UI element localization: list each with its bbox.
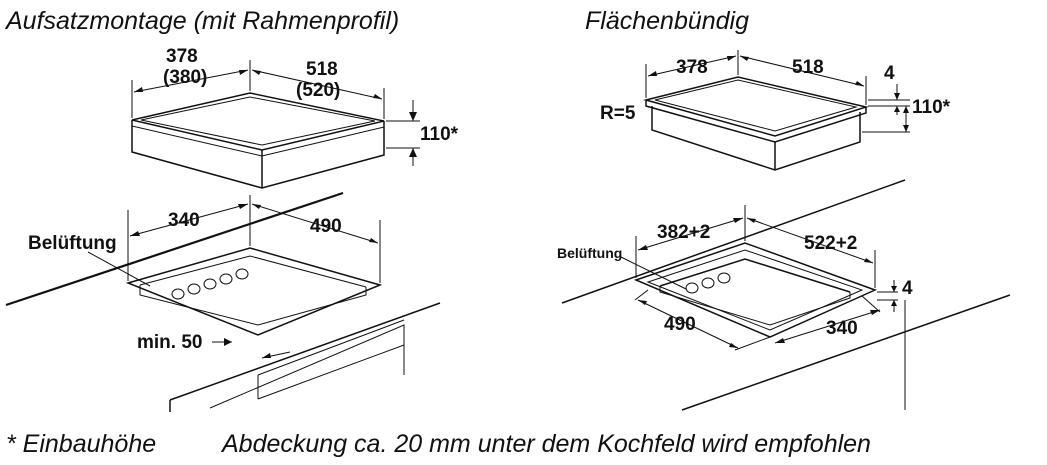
footer-cover-recommendation: Abdeckung ca. 20 mm unter dem Kochfeld w… [220,430,871,458]
left-hob-width: 378 [166,46,198,67]
heading-surface-mount: Aufsatzmontage (mit Rahmenprofil) [4,7,399,35]
right-hob-depth: 518 [792,57,824,78]
left-hob-height: 110* [420,124,459,145]
right-cutout-drawing [561,179,1011,411]
left-hob-depth: 518 [306,59,338,80]
right-hob-height: 110* [912,97,951,118]
left-cutout-width: 340 [168,210,200,231]
right-rebate-depth: 522+2 [804,233,857,254]
left-min-distance: min. 50 [137,332,202,353]
left-ventilation-label: Belüftung [28,233,117,254]
right-cut-width: 340 [826,318,858,339]
left-hob-depth-alt: (520) [296,80,340,101]
left-cutout-depth: 490 [310,216,342,237]
left-hob-drawing [131,60,420,189]
right-hob-width: 378 [676,57,708,78]
right-hob-top-thickness: 4 [884,63,895,84]
right-hob-drawing [643,50,910,171]
right-rebate-width: 382+2 [657,222,710,243]
left-hob-width-alt: (380) [163,67,207,88]
right-ventilation-label: Belüftung [557,245,622,261]
left-cutout-drawing [5,191,441,412]
footer-installation-height-note: * Einbauhöhe [6,430,156,458]
heading-flush-mount: Flächenbündig [585,7,749,35]
right-rebate-height: 4 [902,278,913,299]
right-cut-depth: 490 [664,314,696,335]
right-hob-radius: R=5 [600,103,636,124]
